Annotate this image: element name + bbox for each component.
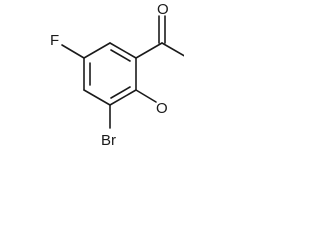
bond-c4-c3 xyxy=(161,42,184,57)
chemical-structure-diagram: O O F Br xyxy=(50,1,184,149)
ring-oxygen-label: O xyxy=(156,100,168,117)
bond-c8a-o1 xyxy=(135,89,157,103)
aromatic-double-bond-1 xyxy=(110,49,131,62)
carbonyl-oxygen-label: O xyxy=(157,1,169,18)
bond-c6-c5 xyxy=(83,42,111,59)
aromatic-double-bond-2 xyxy=(110,86,131,99)
bond-c8a-c8 xyxy=(109,89,137,106)
bromine-label: Br xyxy=(101,132,116,149)
bond-c5-c4a xyxy=(109,42,137,59)
bond-c4a-c4 xyxy=(135,42,163,59)
fluorine-label: F xyxy=(50,32,59,49)
bond-c6-f xyxy=(61,44,85,59)
bond-c8-c7 xyxy=(83,89,111,106)
